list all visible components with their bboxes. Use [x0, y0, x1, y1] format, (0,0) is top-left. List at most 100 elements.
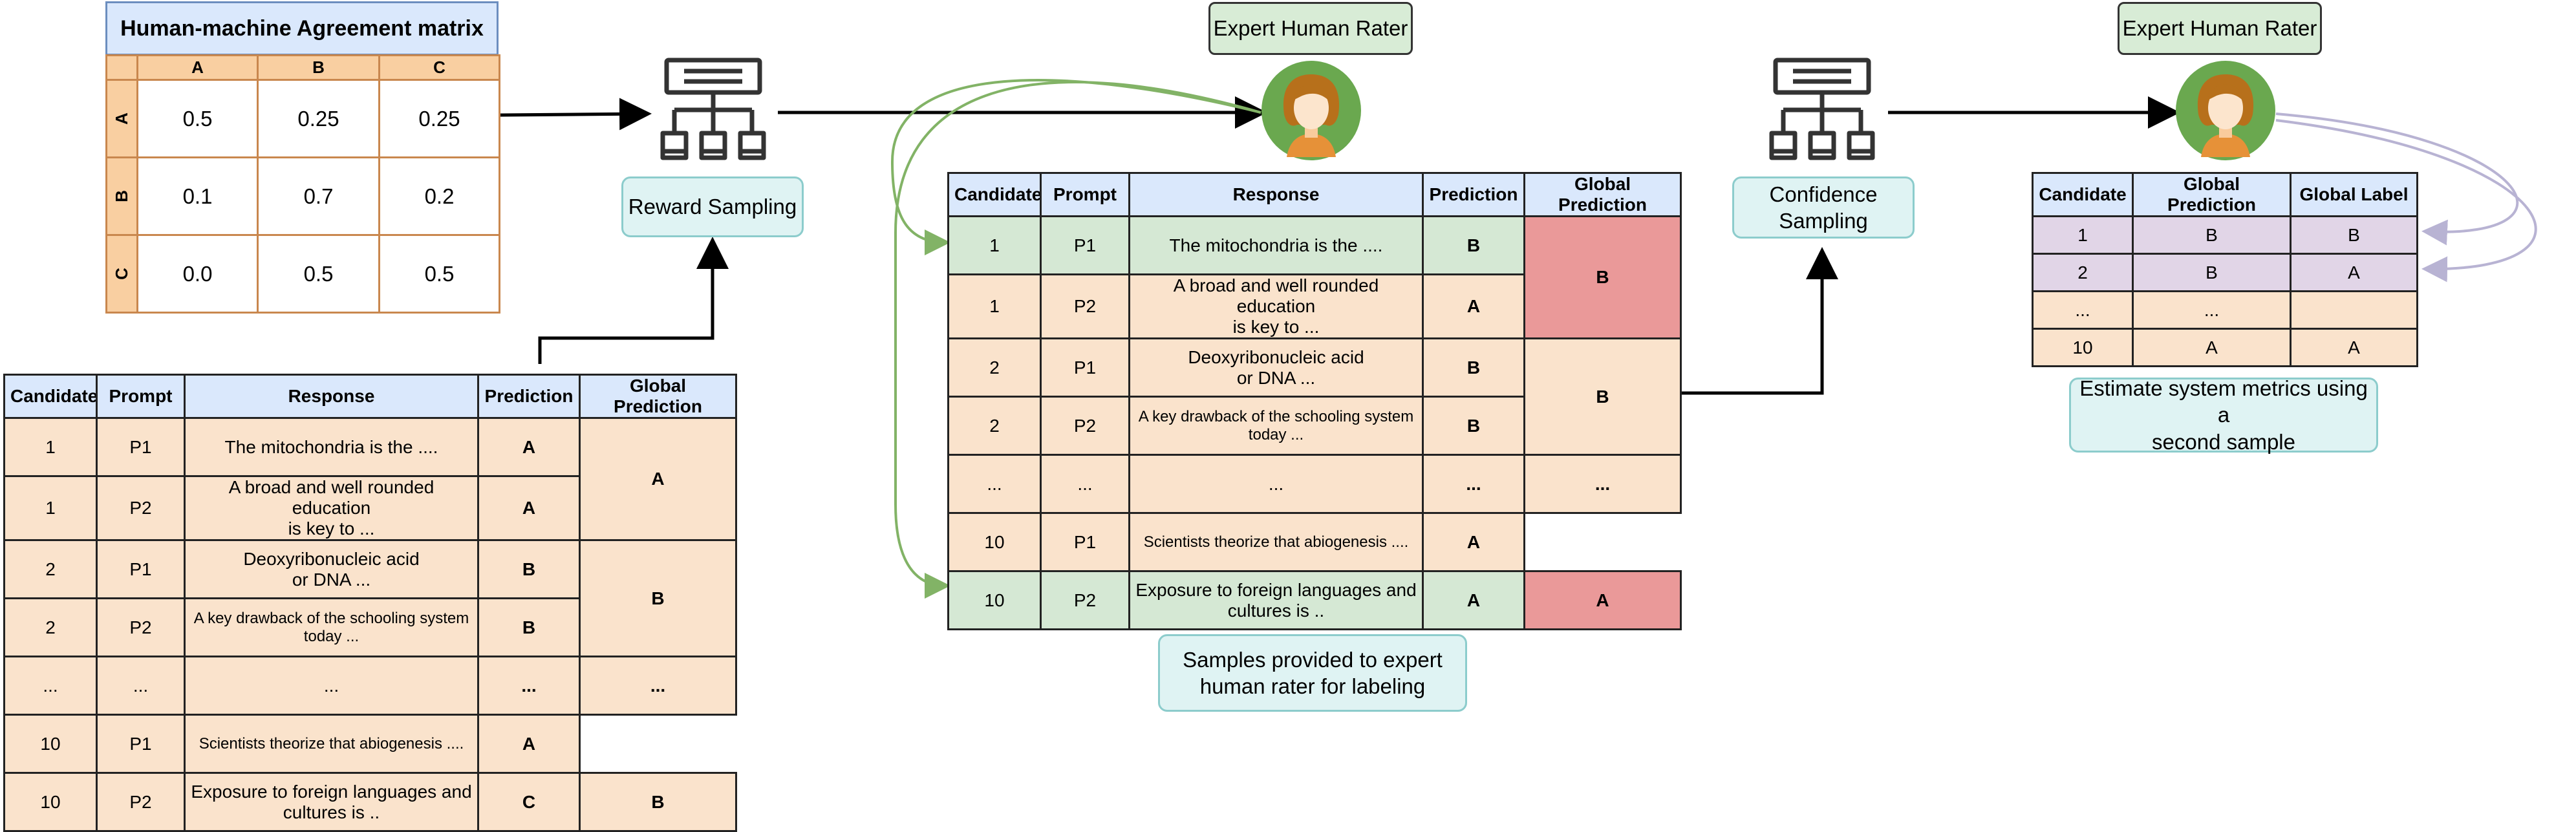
candidate-cell: 1 [3, 475, 98, 541]
candidate-cell: ... [2032, 290, 2134, 330]
col-prediction: Prediction [1422, 172, 1525, 217]
matrix-cell: 0.0 [136, 234, 259, 314]
response-cell: A broad and well rounded education is ke… [184, 475, 479, 541]
prompt-cell: P2 [96, 597, 186, 657]
global-label-cell: A [2290, 328, 2418, 367]
matrix-col-label: C [378, 54, 500, 81]
person-avatar-icon [2176, 61, 2275, 160]
prompt-cell: P2 [1040, 396, 1130, 456]
global-prediction-cell: A [2132, 328, 2292, 367]
expert-rater-label: Expert Human Rater [2118, 2, 2322, 55]
samples-note: Samples provided to expert human rater f… [1158, 634, 1467, 712]
prompt-cell: P2 [96, 772, 186, 832]
col-global-prediction: Global Prediction [1523, 172, 1682, 217]
global-prediction-cell: B [2132, 253, 2292, 292]
prediction-cell: ... [477, 656, 581, 716]
input-table: Candidate Prompt Response Prediction Glo… [3, 374, 737, 832]
response-cell: Exposure to foreign languages and cultur… [1128, 570, 1424, 630]
candidate-cell: 10 [3, 772, 98, 832]
prompt-cell: P1 [1040, 337, 1130, 398]
matrix-row-label: A [105, 79, 138, 158]
matrix-cell: 0.25 [257, 79, 380, 158]
matrix-col-label: A [136, 54, 259, 81]
response-cell: The mitochondria is the .... [184, 417, 479, 477]
prompt-cell: P2 [1040, 570, 1130, 630]
response-cell: Scientists theorize that abiogenesis ...… [184, 714, 479, 774]
candidate-cell: 2 [2032, 253, 2134, 292]
global-label-cell: B [2290, 215, 2418, 255]
prompt-cell: P1 [96, 714, 186, 774]
matrix-cell: 0.25 [378, 79, 500, 158]
candidate-cell: 2 [3, 597, 98, 657]
prediction-cell: A [1422, 570, 1525, 630]
candidate-cell: 10 [3, 714, 98, 774]
global-prediction-cell: B [1523, 215, 1682, 339]
prediction-cell: A [477, 417, 581, 477]
response-cell: Scientists theorize that abiogenesis ...… [1128, 512, 1424, 572]
global-prediction-cell: ... [579, 656, 737, 716]
prompt-cell: ... [96, 656, 186, 716]
col-global-prediction: Global Prediction [2132, 172, 2292, 217]
prompt-cell: P1 [96, 539, 186, 599]
labeled-table: Candidate Global Prediction Global Label… [2032, 172, 2418, 367]
col-prompt: Prompt [1040, 172, 1130, 217]
response-cell: Deoxyribonucleic acid or DNA ... [184, 539, 479, 599]
col-global-prediction: Global Prediction [579, 374, 737, 419]
agreement-matrix: A B C A 0.5 0.25 0.25 B 0.1 0.7 0.2 C 0.… [105, 54, 500, 314]
prediction-cell: B [477, 539, 581, 599]
matrix-cell: 0.5 [257, 234, 380, 314]
global-prediction-cell: B [579, 772, 737, 832]
prediction-cell: A [477, 475, 581, 541]
prediction-cell: B [1422, 337, 1525, 398]
col-candidate: Candidate [3, 374, 98, 419]
matrix-row-label: B [105, 156, 138, 236]
response-cell: A broad and well rounded education is ke… [1128, 273, 1424, 339]
prompt-cell: P2 [1040, 273, 1130, 339]
arrow-table-to-confidence [1681, 247, 1838, 395]
matrix-col-label: B [257, 54, 380, 81]
prediction-cell: A [1422, 512, 1525, 572]
prompt-cell: ... [1040, 454, 1130, 514]
matrix-cell: 0.5 [136, 79, 259, 158]
candidate-cell: ... [3, 656, 98, 716]
col-global-label: Global Label [2290, 172, 2418, 217]
candidate-cell: 10 [2032, 328, 2134, 367]
response-cell: ... [1128, 454, 1424, 514]
candidate-cell: 1 [947, 273, 1042, 339]
matrix-cell: 0.2 [378, 156, 500, 236]
table-row: ............... [3, 656, 737, 716]
candidate-cell: 10 [947, 570, 1042, 630]
candidate-cell: 1 [947, 215, 1042, 275]
arrow-table-to-reward [538, 237, 729, 364]
prediction-cell: C [477, 772, 581, 832]
global-prediction-cell: A [1523, 570, 1682, 630]
prompt-cell: P1 [1040, 512, 1130, 572]
prompt-cell: P2 [96, 475, 186, 541]
col-response: Response [1128, 172, 1424, 217]
server-hierarchy-icon [660, 58, 766, 160]
global-label-cell [2290, 290, 2418, 330]
candidate-cell: 2 [3, 539, 98, 599]
response-cell: A key drawback of the schooling system t… [184, 597, 479, 657]
confidence-sampling-box: Confidence Sampling [1732, 176, 1915, 239]
prompt-cell: P1 [1040, 215, 1130, 275]
candidate-cell: 1 [2032, 215, 2134, 255]
response-cell: Deoxyribonucleic acid or DNA ... [1128, 337, 1424, 398]
matrix-corner [105, 54, 138, 81]
prediction-cell: B [1422, 215, 1525, 275]
matrix-title: Human-machine Agreement matrix [105, 1, 499, 56]
global-prediction-cell: ... [1523, 454, 1682, 514]
